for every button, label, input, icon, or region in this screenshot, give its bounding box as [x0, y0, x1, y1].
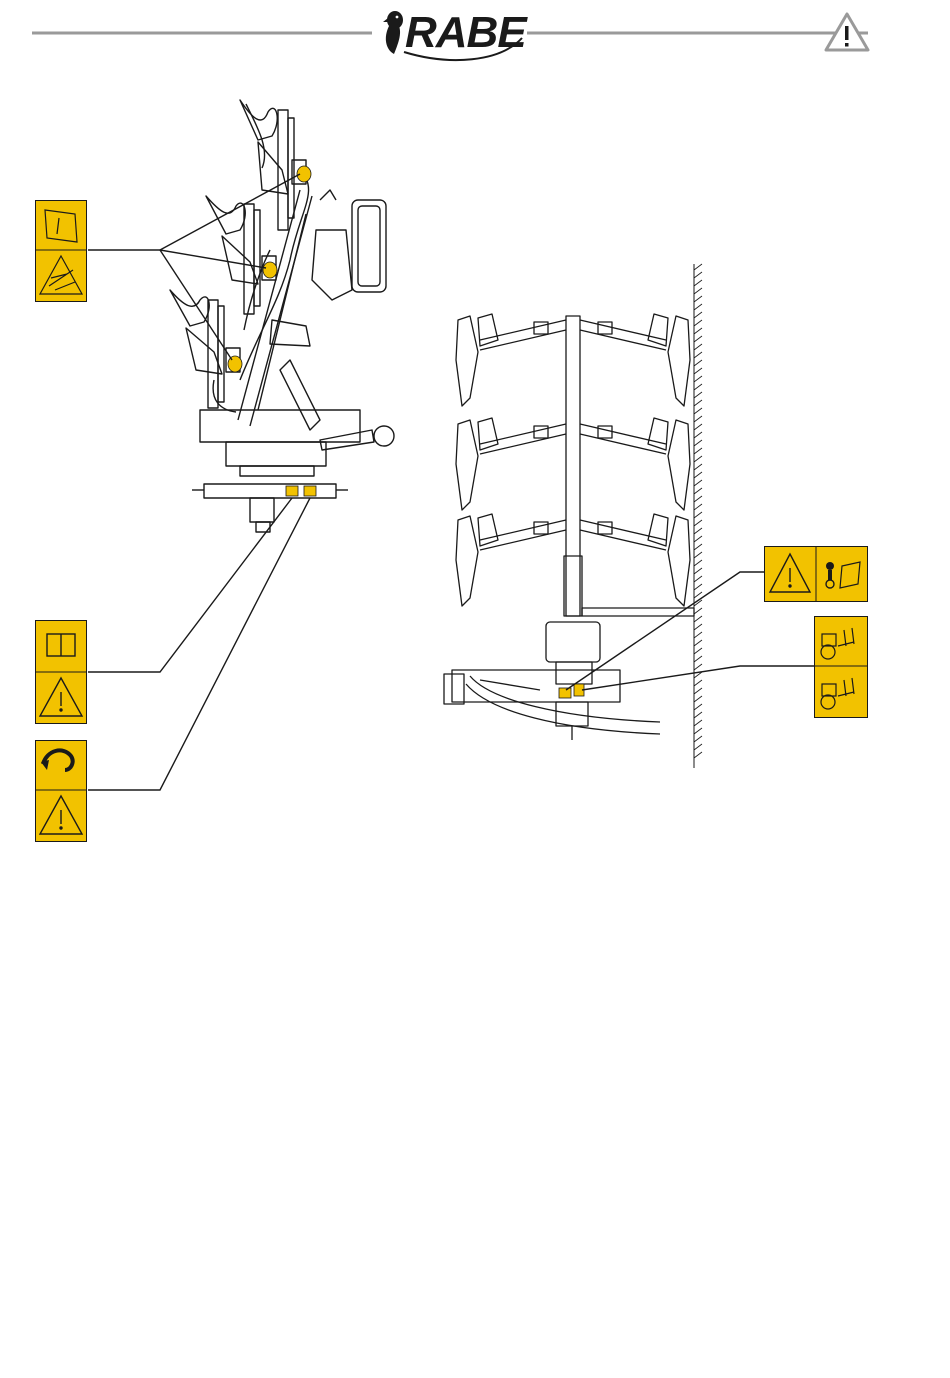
hatch-line: [694, 400, 702, 406]
hatch-line: [694, 544, 702, 550]
hatch-line: [694, 552, 702, 558]
hatch-line: [694, 680, 702, 686]
hatch-line: [694, 280, 702, 286]
decal-crush-hazard: [35, 200, 87, 302]
hatch-line: [694, 616, 702, 622]
hatch-line: [694, 656, 702, 662]
hatch-line: [694, 304, 702, 310]
hatch-line: [694, 648, 702, 654]
hatch-line: [694, 688, 702, 694]
hatch-line: [694, 712, 702, 718]
hatch-line: [694, 592, 702, 598]
hatch-line: [694, 528, 702, 534]
decal-hook: [35, 740, 87, 842]
hatch-line: [694, 504, 702, 510]
hatch-line: [694, 608, 702, 614]
decal-spot: [559, 688, 571, 698]
hatch-line: [694, 384, 702, 390]
hatch-line: [694, 432, 702, 438]
hatch-line: [694, 288, 702, 294]
hatch-line: [694, 640, 702, 646]
page-header: RABE: [0, 0, 950, 80]
hatch-line: [694, 736, 702, 742]
hatch-line: [694, 408, 702, 414]
hatch-line: [694, 600, 702, 606]
hatch-line: [694, 520, 702, 526]
hatch-line: [694, 696, 702, 702]
hatch-line: [694, 720, 702, 726]
hatch-line: [694, 264, 702, 270]
hatch-line: [694, 360, 702, 366]
hatch-line: [694, 496, 702, 502]
hatch-line: [694, 376, 702, 382]
hatch-line: [694, 752, 702, 758]
decal-spot: [304, 486, 316, 496]
hatch-line: [694, 456, 702, 462]
hatch-line: [694, 744, 702, 750]
decal-spot: [297, 166, 311, 182]
hatch-line: [694, 728, 702, 734]
hatch-line: [694, 440, 702, 446]
hatch-line: [694, 464, 702, 470]
decal-read-manual: [35, 620, 87, 724]
hatch-line: [694, 536, 702, 542]
hatch-line: [694, 704, 702, 710]
hatch-line: [694, 664, 702, 670]
hatch-line: [694, 632, 702, 638]
hatch-line: [694, 512, 702, 518]
hatch-line: [694, 296, 702, 302]
decal-spot: [286, 486, 298, 496]
hatch-line: [694, 480, 702, 486]
hatch-line: [694, 672, 702, 678]
hatch-line: [694, 392, 702, 398]
hatch-line: [694, 448, 702, 454]
decal-maintenance: [764, 546, 868, 602]
hatch-line: [694, 344, 702, 350]
hatch-line: [694, 312, 702, 318]
hatch-line: [694, 416, 702, 422]
hatch-line: [694, 560, 702, 566]
bird-icon: [383, 11, 403, 54]
brand-name: RABE: [405, 8, 528, 57]
decal-hitch: [814, 616, 868, 718]
hatch-line: [694, 336, 702, 342]
hatch-line: [694, 624, 702, 630]
decal-spot: [263, 262, 277, 278]
hatch-line: [694, 272, 702, 278]
decal-spot: [228, 356, 242, 372]
hatch-line: [694, 424, 702, 430]
hatch-line: [694, 576, 702, 582]
hatch-line: [694, 472, 702, 478]
rabe-logo: RABE: [383, 8, 528, 60]
hatch-line: [694, 320, 702, 326]
hatch-line: [694, 368, 702, 374]
decal-spot: [574, 684, 584, 696]
hatch-line: [694, 568, 702, 574]
hatch-line: [694, 584, 702, 590]
hatch-line: [694, 352, 702, 358]
hatch-line: [694, 488, 702, 494]
hatch-line: [694, 328, 702, 334]
